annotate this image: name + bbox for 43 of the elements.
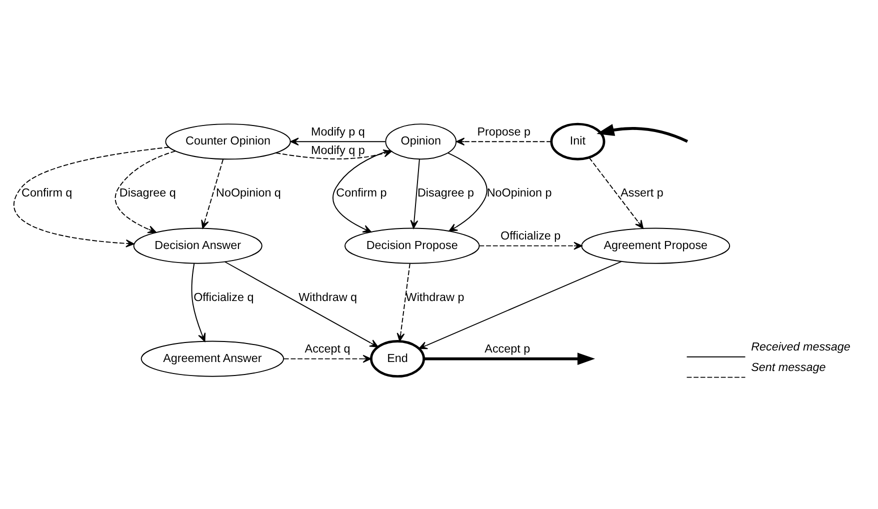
- edge-label: Accept q: [304, 342, 350, 356]
- arrow: [290, 138, 386, 146]
- node-ellipse: Agreement Propose: [581, 228, 730, 264]
- edge-label: Modify p q: [311, 125, 365, 138]
- node-ellipse: Agreement Answer: [140, 340, 284, 377]
- legend-label: Received message: [751, 340, 850, 354]
- arrow: [588, 157, 644, 229]
- edge-label: Confirm q: [22, 186, 72, 200]
- edge-label: Assert p: [620, 186, 664, 200]
- legend-label: Sent message: [751, 361, 826, 374]
- arrow: [456, 138, 552, 146]
- node-ellipse: Decision Answer: [133, 228, 262, 264]
- arrow: [224, 261, 378, 348]
- arrow: [447, 152, 488, 232]
- edge-label: Modify q p: [311, 144, 365, 157]
- arrow: [596, 124, 688, 143]
- arrow: [396, 263, 410, 342]
- edge-label: Officialize q: [194, 290, 254, 304]
- node-ellipse: Opinion: [385, 124, 457, 160]
- edge-label: Withdraw p: [406, 290, 464, 304]
- node-ellipse: End: [370, 340, 426, 378]
- arrow: [418, 260, 622, 350]
- arrow: [191, 263, 206, 342]
- edge-label: Withdraw q: [298, 290, 358, 304]
- edge-label: NoOpinion q: [216, 186, 281, 200]
- arrow: [284, 354, 372, 363]
- arrow: [478, 242, 582, 250]
- edge-label: Disagree p: [418, 186, 474, 200]
- arrow: [332, 150, 390, 232]
- arrow: [201, 158, 224, 229]
- edge-label: Accept p: [484, 342, 530, 356]
- node-ellipse: Decision Propose: [344, 228, 480, 264]
- edge-label: Propose p: [477, 125, 530, 138]
- edge-label: Officialize p: [500, 230, 561, 243]
- node-ellipse: Init: [550, 122, 606, 160]
- arrow: [410, 158, 420, 229]
- edge-label: Disagree q: [119, 186, 176, 200]
- node-ellipse: Counter Opinion: [165, 124, 291, 160]
- edge-label: NoOpinion p: [486, 186, 552, 200]
- arrow: [424, 352, 596, 365]
- arrow: [13, 146, 170, 248]
- arrow: [114, 150, 176, 234]
- edge-label: Confirm p: [336, 186, 387, 200]
